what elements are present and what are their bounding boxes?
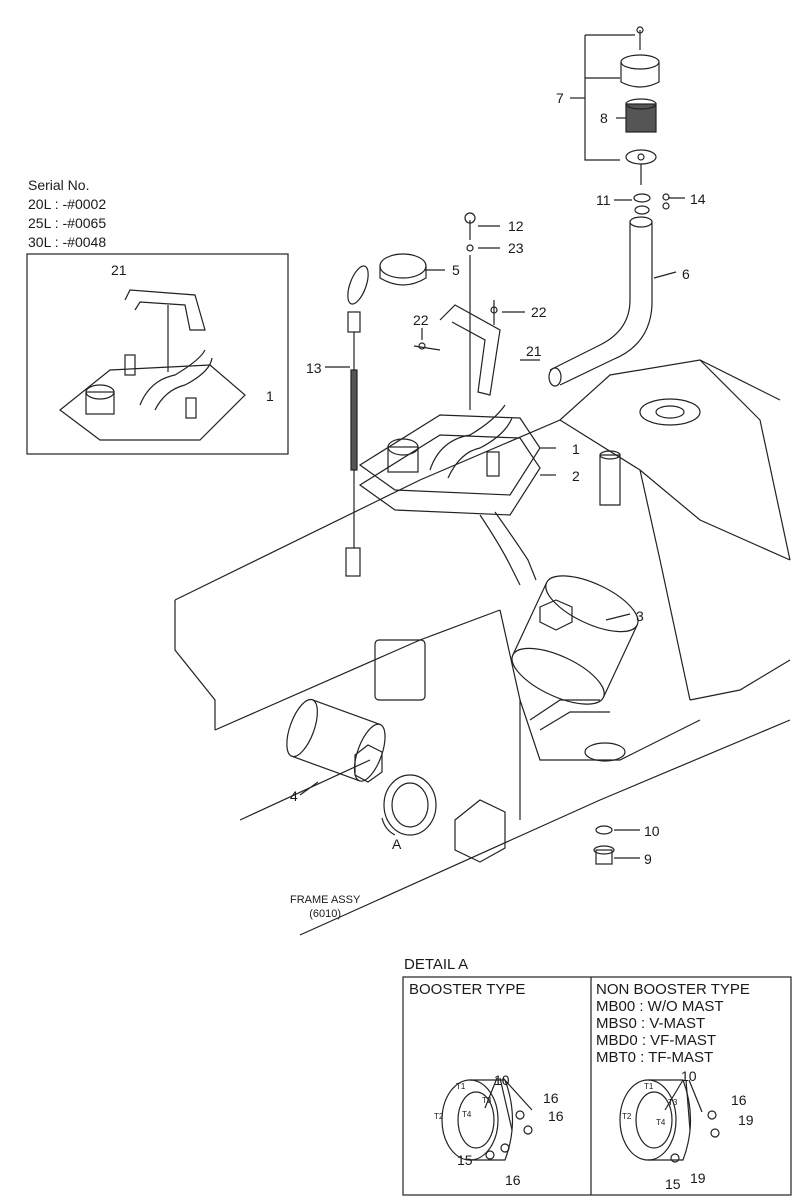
callout-22-left: 22 [413, 312, 429, 328]
detail-booster-callout-16a: 16 [543, 1090, 559, 1106]
callout-1-inset: 1 [266, 388, 274, 404]
drain-plug [593, 825, 640, 865]
serial-line-25l: 25L : -#0065 [28, 215, 107, 231]
tank-cover-assembly [358, 212, 556, 586]
callout-21: 21 [526, 343, 542, 359]
callout-3: 3 [636, 608, 644, 624]
callout-12: 12 [508, 218, 524, 234]
detail-nonbooster-callout-19b: 19 [690, 1170, 706, 1186]
callout-21-inset: 21 [111, 262, 127, 278]
callout-22-right: 22 [531, 304, 547, 320]
callout-10: 10 [644, 823, 660, 839]
booster-type-title: BOOSTER TYPE [409, 981, 526, 998]
detail-nonbooster-callout-10: 10 [681, 1068, 697, 1084]
non-booster-t2: T2 [622, 1112, 632, 1121]
detail-nonbooster-callout-19a: 19 [738, 1112, 754, 1128]
detail-nonbooster-callout-16: 16 [731, 1092, 747, 1108]
callout-4: 4 [290, 788, 298, 804]
mbd0-line: MBD0 : VF-MAST [596, 1032, 717, 1049]
mb00-line: MB00 : W/O MAST [596, 998, 724, 1015]
filler-cap [379, 253, 445, 286]
non-booster-fitting-sketch [619, 1079, 720, 1163]
detail-booster-callout-15: 15 [457, 1152, 473, 1168]
callout-7: 7 [556, 90, 564, 106]
mbt0-line: MBT0 : TF-MAST [596, 1049, 714, 1066]
callout-11: 11 [596, 192, 611, 208]
serial-number-list: Serial No. 20L : -#0002 25L : -#0065 30L… [28, 176, 106, 252]
callout-1: 1 [572, 441, 580, 457]
serial-line-30l: 30L : -#0048 [28, 234, 107, 250]
mbs0-line: MBS0 : V-MAST [596, 1015, 706, 1032]
booster-t1: T1 [456, 1082, 466, 1091]
callout-6: 6 [682, 266, 690, 282]
detail-booster-callout-10: 10 [494, 1072, 510, 1088]
non-booster-type-title: NON BOOSTER TYPE [596, 981, 750, 998]
breather-assembly [570, 26, 660, 203]
detail-booster-callout-16c: 16 [505, 1172, 521, 1188]
return-filter [511, 575, 639, 705]
booster-t4: T4 [462, 1110, 472, 1119]
serial-title: Serial No. [28, 177, 90, 193]
booster-t3: T3 [482, 1096, 492, 1105]
callout-23: 23 [508, 240, 524, 256]
callout-14: 14 [690, 191, 706, 207]
callout-8: 8 [600, 110, 608, 126]
suction-strainer [286, 698, 506, 863]
booster-fitting-sketch [441, 1077, 533, 1161]
detail-a-box [402, 976, 792, 1196]
frame-assy-label: FRAME ASSY [290, 894, 361, 906]
dipstick [325, 265, 369, 577]
serial-line-20l: 20L : -#0002 [28, 196, 107, 212]
non-booster-t4: T4 [656, 1118, 666, 1127]
detail-booster-callout-16b: 16 [548, 1108, 564, 1124]
detail-nonbooster-callout-15: 15 [665, 1176, 681, 1192]
callout-13: 13 [306, 360, 322, 376]
inset-cover-plate [59, 289, 246, 441]
detail-a-title: DETAIL A [404, 956, 469, 973]
frame-assy [174, 359, 791, 936]
frame-assy-note: FRAME ASSY (6010) [290, 893, 360, 921]
non-booster-t1: T1 [644, 1082, 654, 1091]
frame-assy-number: (6010) [309, 908, 342, 920]
callout-9: 9 [644, 851, 652, 867]
callout-2: 2 [572, 468, 580, 484]
breather-hose [548, 193, 685, 387]
booster-t2: T2 [434, 1112, 444, 1121]
callout-a: A [392, 836, 402, 852]
callout-5: 5 [452, 262, 460, 278]
serial-inset-box [26, 253, 289, 455]
non-booster-t3: T3 [668, 1098, 678, 1107]
